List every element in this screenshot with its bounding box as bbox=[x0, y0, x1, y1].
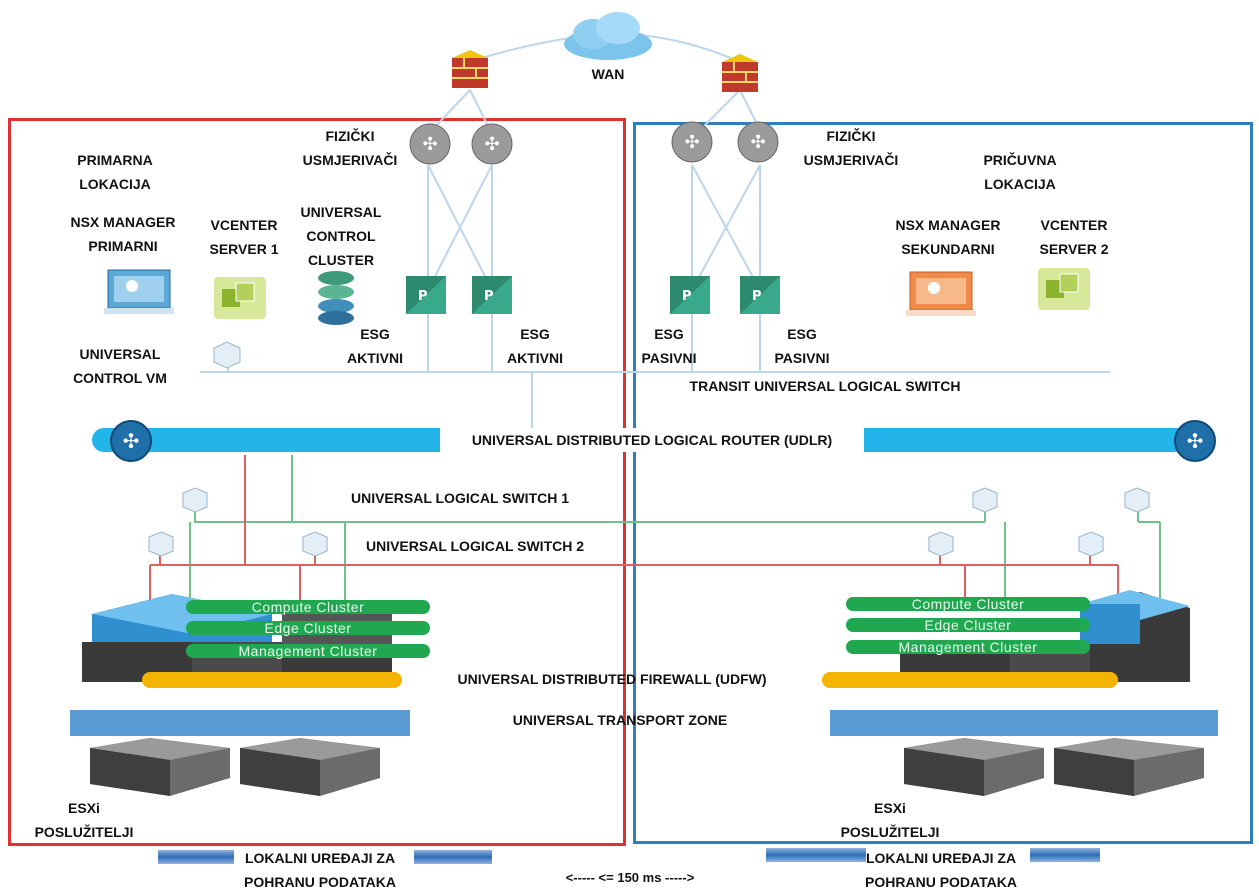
nsx-manager-secondary-icon bbox=[906, 271, 976, 316]
vcenter-1-icon bbox=[214, 277, 266, 319]
firewall-icon bbox=[452, 50, 488, 88]
vm-icon bbox=[148, 531, 174, 557]
control-vm-icon bbox=[213, 341, 241, 369]
svg-text:✣: ✣ bbox=[422, 134, 437, 155]
svg-text:P: P bbox=[752, 289, 762, 304]
logical-switch-2-label: UNIVERSAL LOGICAL SWITCH 2 bbox=[365, 538, 585, 554]
transport-zone-bar-primary bbox=[70, 710, 410, 736]
nsx-manager-primary-icon bbox=[104, 269, 174, 314]
wan-cloud-icon bbox=[564, 12, 652, 60]
svg-text:P: P bbox=[682, 289, 692, 304]
wan-label: WAN bbox=[591, 66, 625, 82]
esxi-servers-primary-icon bbox=[90, 738, 380, 796]
physical-routers-primary-icon: ✣ ✣ bbox=[409, 123, 513, 165]
storage-bar-primary-left bbox=[158, 850, 234, 864]
esg-active-1-icon: P bbox=[406, 276, 446, 314]
transport-zone-label: UNIVERSAL TRANSPORT ZONE bbox=[512, 712, 728, 728]
vm-icon bbox=[182, 487, 208, 513]
firewall-icon bbox=[722, 54, 758, 92]
udfw-label: UNIVERSAL DISTRIBUTED FIREWALL (UDFW) bbox=[457, 671, 767, 687]
secondary-site-box bbox=[633, 122, 1253, 844]
svg-text:✣: ✣ bbox=[123, 429, 140, 453]
transport-zone-bar-secondary bbox=[830, 710, 1218, 736]
edge-cluster-primary: Edge Cluster bbox=[186, 621, 430, 635]
compute-cluster-secondary: Compute Cluster bbox=[846, 597, 1090, 611]
svg-text:P: P bbox=[418, 289, 428, 304]
esg-passive-2-icon: P bbox=[740, 276, 780, 314]
management-cluster-primary: Management Cluster bbox=[186, 644, 430, 658]
svg-text:✣: ✣ bbox=[1187, 429, 1204, 453]
vm-icon bbox=[1078, 531, 1104, 557]
vcenter-2-icon bbox=[1038, 268, 1090, 310]
esg-active-2-icon: P bbox=[472, 276, 512, 314]
logical-switch-1-label: UNIVERSAL LOGICAL SWITCH 1 bbox=[350, 490, 570, 506]
latency-label: <----- <= 150 ms -----> bbox=[565, 870, 695, 885]
storage-bar-secondary-left bbox=[766, 848, 866, 862]
udlr-router-icon: ✣ bbox=[110, 420, 152, 462]
storage-bar-secondary-right bbox=[1030, 848, 1100, 862]
physical-routers-secondary-icon: ✣ ✣ bbox=[671, 121, 779, 163]
vm-icon bbox=[302, 531, 328, 557]
primary-site-box bbox=[8, 118, 626, 846]
esxi-servers-secondary-icon bbox=[904, 738, 1204, 796]
udlr-label: UNIVERSAL DISTRIBUTED LOGICAL ROUTER (UD… bbox=[440, 428, 864, 452]
management-cluster-secondary: Management Cluster bbox=[846, 640, 1090, 654]
vm-icon bbox=[1124, 487, 1150, 513]
transit-switch-label: TRANSIT UNIVERSAL LOGICAL SWITCH bbox=[689, 378, 961, 394]
vm-icon bbox=[928, 531, 954, 557]
storage-bar-primary-right bbox=[414, 850, 492, 864]
svg-text:✣: ✣ bbox=[684, 132, 699, 153]
svg-text:P: P bbox=[484, 289, 494, 304]
svg-text:✣: ✣ bbox=[750, 132, 765, 153]
udfw-bar-secondary bbox=[822, 672, 1118, 688]
compute-cluster-primary: Compute Cluster bbox=[186, 600, 430, 614]
esg-passive-1-icon: P bbox=[670, 276, 710, 314]
udlr-router-icon: ✣ bbox=[1174, 420, 1216, 462]
udfw-bar-primary bbox=[142, 672, 402, 688]
control-cluster-icon bbox=[318, 271, 354, 325]
svg-text:✣: ✣ bbox=[484, 134, 499, 155]
vm-icon bbox=[972, 487, 998, 513]
edge-cluster-secondary: Edge Cluster bbox=[846, 618, 1090, 632]
